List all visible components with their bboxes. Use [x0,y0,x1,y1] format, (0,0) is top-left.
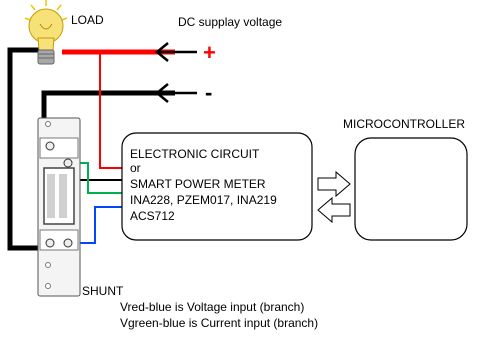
supply-label: DC supplay voltage [178,15,282,29]
shunt-label: SHUNT [82,284,124,298]
bulb-icon [24,0,68,65]
note-current: Vgreen-blue is Current input (branch) [120,316,318,330]
wire-load-return [7,47,44,251]
meter-box [121,132,313,241]
meter-line-1: ELECTRONIC CIRCUIT [130,147,260,161]
microcontroller-box [354,137,468,241]
minus-sign: - [205,80,212,105]
note-voltage: Vred-blue is Voltage input (branch) [120,300,304,314]
plus-sign: + [203,40,216,65]
load-label: LOAD [71,13,104,27]
meter-line-5: ACS712 [130,209,175,223]
meter-line-4: INA228, PZEM017, INA219 [130,193,277,207]
microcontroller-label: MICROCONTROLLER [343,117,465,131]
arrow-left-icon [155,42,197,62]
arrow-left-icon [155,83,197,103]
arrow-right-icon [317,170,351,198]
wire-blue-branch [68,206,122,244]
shunt-icon [37,117,81,297]
meter-line-3: SMART POWER METER [130,177,266,191]
meter-line-2: or [130,161,141,175]
arrow-left-icon [317,196,351,224]
wire-red-branch [99,52,122,169]
